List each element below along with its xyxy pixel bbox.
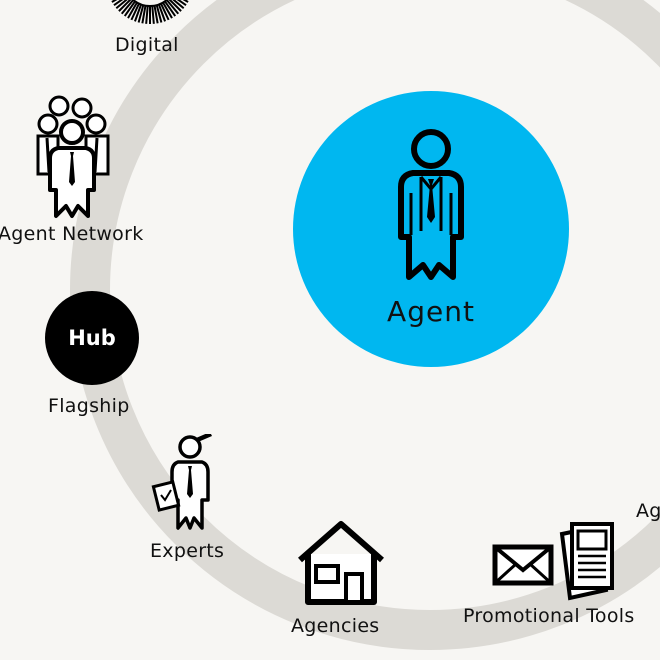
sunburst-ray [137,4,145,23]
agent-network-label: Agent Network [0,223,144,245]
house-icon [298,521,384,605]
sunburst-ray [115,0,128,10]
sunburst-ray [182,0,189,3]
sunburst-ray [120,0,135,15]
digital-sunburst-icon [111,0,189,24]
promotional-tools-label: Promotional Tools [463,605,635,627]
sunburst-ray [172,0,185,10]
sunburst-ray [130,3,140,21]
sunburst-ray [151,5,155,24]
digital-label: Digital [115,34,179,56]
sunburst-ray [160,3,170,21]
sunburst-ray [164,0,177,17]
sunburst-ray [165,0,180,15]
sunburst-ray [168,0,182,12]
sunburst-ray [127,2,138,19]
sunburst-ray [162,2,173,19]
sunburst-ray [153,5,159,24]
hub-badge-text: Hub [68,326,116,350]
agencies-label: Agencies [291,615,380,637]
agent-center-node[interactable]: Agent [293,91,569,367]
sunburst-ray [113,0,124,7]
experts-label: Experts [150,540,225,562]
envelope-documents-icon [492,522,614,601]
sunburst-ray [111,0,118,3]
expert-clipboard-icon [151,434,212,530]
agent-label: Agent [387,295,475,328]
hub-badge[interactable]: Hub [45,291,139,385]
sunburst-ray [141,5,147,24]
sunburst-ray [134,4,143,22]
sunburst-ray [118,0,132,12]
sunburst-ray [157,4,166,22]
sunburst-ray [145,5,149,24]
partial-node-label: Ag [636,500,660,522]
flagship-label: Flagship [48,395,130,417]
sunburst-ray [176,0,187,7]
sunburst-ray [123,0,136,17]
agent-person-icon [398,129,464,280]
people-group-icon [36,95,110,218]
sunburst-inner-ring [131,0,169,7]
sunburst-ray [155,4,163,23]
